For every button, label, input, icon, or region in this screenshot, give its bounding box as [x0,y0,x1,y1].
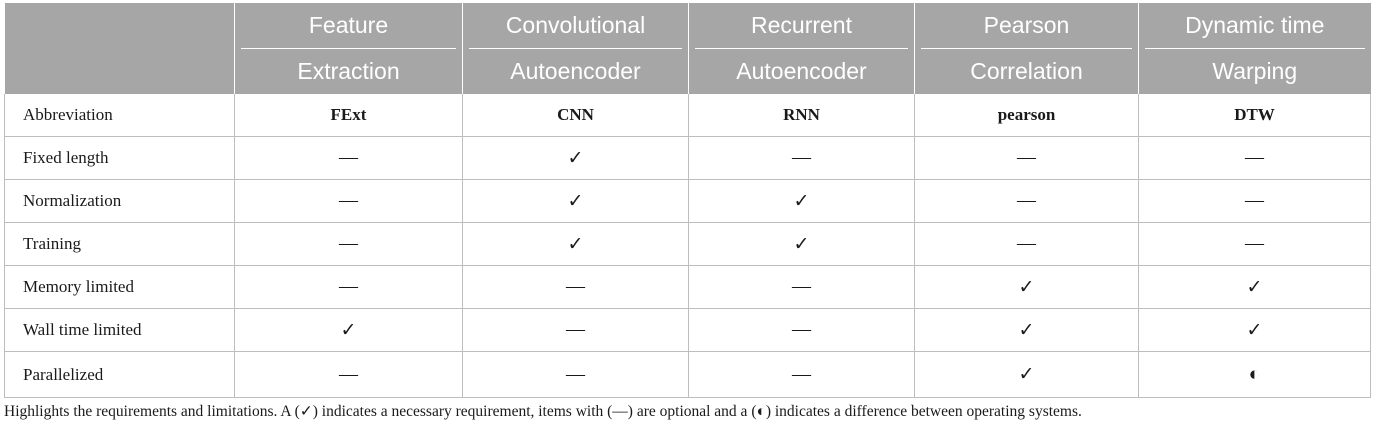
table-cell: — [688,136,915,180]
table-cell: — [688,308,915,352]
table-cell: ✓ [234,308,463,352]
table-cell: DTW [1138,94,1371,137]
table-cell: ✓ [914,351,1139,398]
header-line2: Warping [1212,58,1298,84]
table-cell: ✓ [688,222,915,266]
table-cell: ✓ [688,179,915,223]
table-cell: ✓ [462,179,689,223]
table-row-abbreviation: Abbreviation FExt CNN RNN pearson DTW [4,94,1371,137]
table-cell: ✓ [1138,308,1371,352]
table-cell: FExt [234,94,463,137]
table-cell: — [234,179,463,223]
table-row-wall-time-limited: Wall time limited ✓ — — ✓ ✓ [4,308,1371,352]
row-label: Training [4,222,235,266]
table-cell: ✓ [914,265,1139,309]
row-label: Wall time limited [4,308,235,352]
table-row-parallelized: Parallelized — — — ✓ ◐ [4,351,1371,398]
header-line1: Feature [241,3,456,49]
header-line1: Pearson [921,3,1132,49]
table-cell: ◐ [1138,351,1371,398]
table-cell: — [234,351,463,398]
table-row-fixed-length: Fixed length — ✓ — — — [4,136,1371,180]
table-cell: — [462,351,689,398]
header-line2: Correlation [970,58,1083,84]
table-caption: Highlights the requirements and limitati… [4,403,1082,420]
header-line1: Convolutional [469,3,682,49]
table-cell: ✓ [914,308,1139,352]
header-corner [4,3,235,94]
row-label: Normalization [4,179,235,223]
row-label: Parallelized [4,351,235,398]
table-row-normalization: Normalization — ✓ ✓ — — [4,179,1371,223]
table-cell: — [1138,222,1371,266]
table-cell: pearson [914,94,1139,137]
table-cell: — [914,222,1139,266]
table-cell: — [234,265,463,309]
table-cell: — [688,351,915,398]
header-line2: Extraction [297,58,400,84]
table-cell: — [914,136,1139,180]
table-cell: — [234,222,463,266]
table-cell: — [462,308,689,352]
row-label: Abbreviation [4,94,235,137]
table-cell: ✓ [1138,265,1371,309]
table-cell: CNN [462,94,689,137]
table-cell: — [688,265,915,309]
table-cell: — [914,179,1139,223]
table-cell: — [1138,179,1371,223]
table-cell: ✓ [462,222,689,266]
header-line1: Dynamic time [1145,3,1365,49]
table-cell: ✓ [462,136,689,180]
table-cell: — [462,265,689,309]
row-label: Memory limited [4,265,235,309]
row-label: Fixed length [4,136,235,180]
table-cell: — [1138,136,1371,180]
header-line1: Recurrent [695,3,908,49]
table-row-memory-limited: Memory limited — — — ✓ ✓ [4,265,1371,309]
table-cell: — [234,136,463,180]
header-line2: Autoencoder [736,58,867,84]
header-line2: Autoencoder [510,58,641,84]
table-cell: RNN [688,94,915,137]
table-row-training: Training — ✓ ✓ — — [4,222,1371,266]
